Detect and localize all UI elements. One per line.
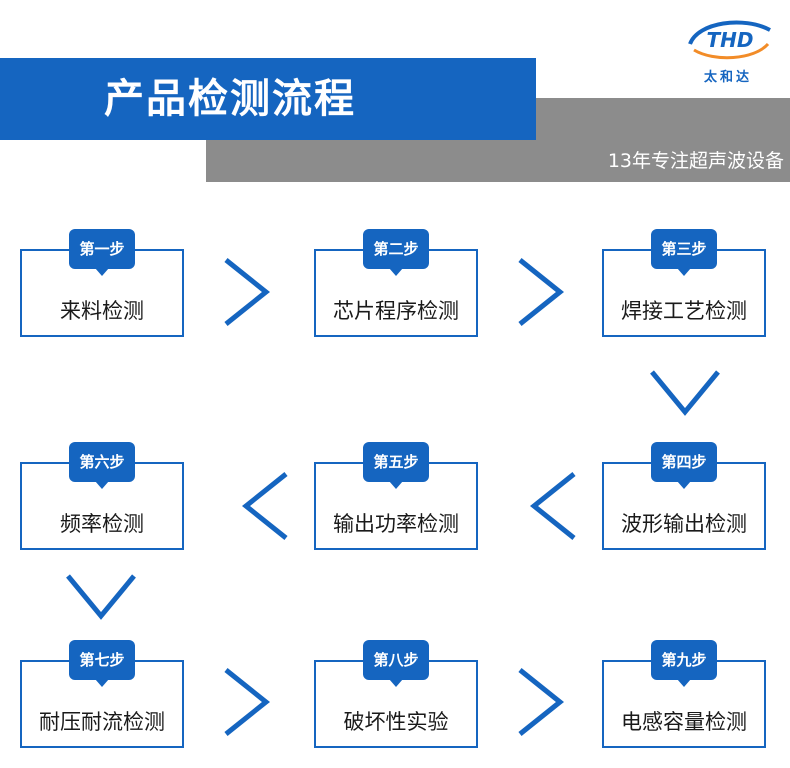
step-3: 第三步 焊接工艺检测 xyxy=(602,229,766,337)
step-label: 破坏性实验 xyxy=(343,710,449,734)
step-badge: 第七步 xyxy=(69,640,135,687)
chevron-left-icon xyxy=(529,472,576,540)
chevron-right-icon xyxy=(518,668,565,736)
chevron-right-icon xyxy=(518,258,565,326)
company-logo: THD 太和达 xyxy=(682,14,778,88)
logo-mark-icon: THD xyxy=(688,20,771,60)
step-label: 焊接工艺检测 xyxy=(621,299,747,323)
step-badge: 第八步 xyxy=(363,640,429,687)
step-2: 第二步 芯片程序检测 xyxy=(314,229,478,337)
step-label: 耐压耐流检测 xyxy=(39,710,165,734)
chevron-right-icon xyxy=(224,668,271,736)
logo-name: 太和达 xyxy=(703,70,752,85)
step-6: 第六步 频率检测 xyxy=(20,442,184,550)
header-blue-band xyxy=(0,58,536,140)
page-title: 产品检测流程 xyxy=(104,76,356,122)
step-label: 频率检测 xyxy=(60,512,144,536)
step-1: 第一步 来料检测 xyxy=(20,229,184,337)
step-4: 第四步 波形输出检测 xyxy=(602,442,766,550)
step-badge: 第四步 xyxy=(651,442,717,489)
slogan: 13年专注超声波设备 xyxy=(607,150,784,172)
step-label: 芯片程序检测 xyxy=(333,299,459,323)
step-badge: 第九步 xyxy=(651,640,717,687)
step-label: 波形输出检测 xyxy=(621,512,747,536)
chevron-right-icon xyxy=(224,258,271,326)
step-badge: 第二步 xyxy=(363,229,429,276)
step-5: 第五步 输出功率检测 xyxy=(314,442,478,550)
step-label: 电感容量检测 xyxy=(621,710,747,734)
chevron-down-icon xyxy=(650,370,720,416)
step-badge: 第五步 xyxy=(363,442,429,489)
step-7: 第七步 耐压耐流检测 xyxy=(20,640,184,748)
chevron-down-icon xyxy=(66,574,136,620)
step-label: 来料检测 xyxy=(60,299,144,323)
chevron-left-icon xyxy=(241,472,288,540)
step-8: 第八步 破坏性实验 xyxy=(314,640,478,748)
step-badge: 第三步 xyxy=(651,229,717,276)
step-badge: 第六步 xyxy=(69,442,135,489)
logo-mark-text: THD xyxy=(707,28,754,52)
step-badge: 第一步 xyxy=(69,229,135,276)
step-label: 输出功率检测 xyxy=(333,512,459,536)
step-9: 第九步 电感容量检测 xyxy=(602,640,766,748)
